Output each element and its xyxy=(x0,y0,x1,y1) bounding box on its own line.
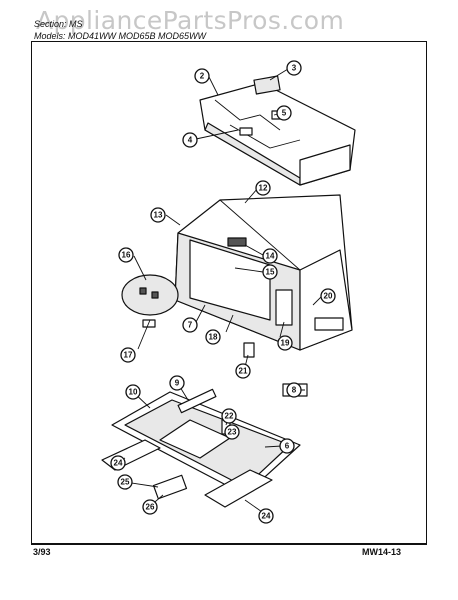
svg-text:24: 24 xyxy=(114,459,123,468)
svg-text:26: 26 xyxy=(146,503,155,512)
callout-10: 10 xyxy=(125,384,141,400)
callout-8: 8 xyxy=(286,382,302,398)
switch-plate xyxy=(121,274,179,328)
callout-4: 4 xyxy=(182,132,198,148)
callout-12: 12 xyxy=(255,180,271,196)
callout-24-lower: 24 xyxy=(258,508,274,524)
section-label: Section: MS xyxy=(34,19,83,29)
svg-text:8: 8 xyxy=(292,386,297,395)
callout-22: 22 xyxy=(221,408,237,424)
svg-text:13: 13 xyxy=(154,211,163,220)
svg-text:19: 19 xyxy=(281,339,290,348)
callout-3: 3 xyxy=(286,60,302,76)
svg-text:22: 22 xyxy=(225,412,234,421)
footer-rule xyxy=(31,543,427,545)
svg-text:21: 21 xyxy=(239,367,248,376)
callout-23: 23 xyxy=(224,424,240,440)
svg-text:10: 10 xyxy=(129,388,138,397)
svg-text:2: 2 xyxy=(200,72,205,81)
callout-7: 7 xyxy=(182,317,198,333)
callout-19: 19 xyxy=(277,335,293,351)
callout-18: 18 xyxy=(205,329,221,345)
callout-15: 15 xyxy=(262,264,278,280)
svg-text:15: 15 xyxy=(266,268,275,277)
svg-text:17: 17 xyxy=(124,351,133,360)
callout-21: 21 xyxy=(235,363,251,379)
footer-date: 3/93 xyxy=(33,547,51,557)
svg-text:16: 16 xyxy=(122,251,131,260)
models-label: Models: MOD41WW MOD65B MOD65WW xyxy=(34,31,207,41)
callout-16: 16 xyxy=(118,247,134,263)
svg-text:4: 4 xyxy=(188,136,193,145)
top-duct-assembly xyxy=(199,75,356,186)
svg-text:9: 9 xyxy=(175,379,180,388)
callout-20: 20 xyxy=(320,288,336,304)
footer-code: MW14-13 xyxy=(362,547,402,557)
callout-5: 5 xyxy=(276,105,292,121)
callout-13: 13 xyxy=(150,207,166,223)
svg-text:20: 20 xyxy=(324,292,333,301)
svg-text:6: 6 xyxy=(285,442,290,451)
svg-text:14: 14 xyxy=(266,252,275,261)
callout-2: 2 xyxy=(194,68,210,84)
svg-text:12: 12 xyxy=(259,184,268,193)
svg-text:24: 24 xyxy=(262,512,271,521)
callout-9: 9 xyxy=(169,375,185,391)
svg-text:18: 18 xyxy=(209,333,218,342)
base-plate xyxy=(101,342,308,508)
callout-6: 6 xyxy=(279,438,295,454)
svg-text:25: 25 xyxy=(121,478,130,487)
callout-26: 26 xyxy=(142,499,158,515)
callout-14: 14 xyxy=(262,248,278,264)
svg-text:7: 7 xyxy=(188,321,193,330)
callout-17: 17 xyxy=(120,347,136,363)
callout-24-upper: 24 xyxy=(110,455,126,471)
svg-text:23: 23 xyxy=(228,428,237,437)
watermark: AppliancePartsPros.com xyxy=(36,6,345,35)
svg-text:5: 5 xyxy=(282,109,287,118)
callout-25: 25 xyxy=(117,474,133,490)
svg-text:3: 3 xyxy=(292,64,297,73)
